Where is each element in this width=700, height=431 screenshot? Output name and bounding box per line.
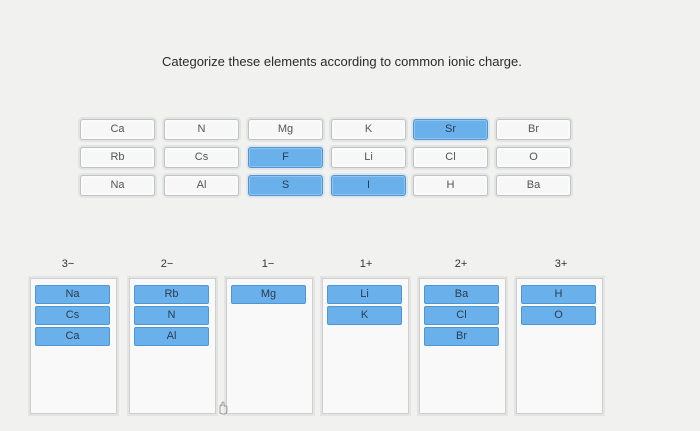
category-label-5: 3+ bbox=[554, 258, 568, 270]
element-tile-cl[interactable]: Cl bbox=[413, 147, 488, 168]
placed-element-br[interactable]: Br bbox=[424, 327, 499, 346]
placed-element-k[interactable]: K bbox=[327, 306, 402, 325]
placed-element-h[interactable]: H bbox=[521, 285, 596, 304]
placed-element-al[interactable]: Al bbox=[134, 327, 209, 346]
placed-element-mg[interactable]: Mg bbox=[231, 285, 306, 304]
element-tile-f[interactable]: F bbox=[248, 147, 323, 168]
element-tile-rb[interactable]: Rb bbox=[80, 147, 155, 168]
element-tile-sr[interactable]: Sr bbox=[413, 119, 488, 140]
placed-element-n[interactable]: N bbox=[134, 306, 209, 325]
category-label-0: 3− bbox=[61, 258, 75, 270]
element-tile-cs[interactable]: Cs bbox=[164, 147, 239, 168]
element-tile-li[interactable]: Li bbox=[331, 147, 406, 168]
element-tile-al[interactable]: Al bbox=[164, 175, 239, 196]
element-tile-br[interactable]: Br bbox=[496, 119, 571, 140]
element-tile-na[interactable]: Na bbox=[80, 175, 155, 196]
element-tile-s[interactable]: S bbox=[248, 175, 323, 196]
element-tile-ca[interactable]: Ca bbox=[80, 119, 155, 140]
element-tile-n[interactable]: N bbox=[164, 119, 239, 140]
placed-element-ba[interactable]: Ba bbox=[424, 285, 499, 304]
category-label-1: 2− bbox=[160, 258, 174, 270]
element-tile-k[interactable]: K bbox=[331, 119, 406, 140]
category-label-3: 1+ bbox=[359, 258, 373, 270]
placed-element-rb[interactable]: Rb bbox=[134, 285, 209, 304]
element-tile-mg[interactable]: Mg bbox=[248, 119, 323, 140]
placed-element-ca[interactable]: Ca bbox=[35, 327, 110, 346]
placed-element-o[interactable]: O bbox=[521, 306, 596, 325]
placed-element-na[interactable]: Na bbox=[35, 285, 110, 304]
element-tile-ba[interactable]: Ba bbox=[496, 175, 571, 196]
element-tile-o[interactable]: O bbox=[496, 147, 571, 168]
placed-element-cl[interactable]: Cl bbox=[424, 306, 499, 325]
element-tile-i[interactable]: I bbox=[331, 175, 406, 196]
category-label-2: 1− bbox=[261, 258, 275, 270]
question-prompt: Categorize these elements according to c… bbox=[162, 54, 522, 69]
hand-cursor-icon bbox=[219, 401, 228, 415]
placed-element-cs[interactable]: Cs bbox=[35, 306, 110, 325]
category-label-4: 2+ bbox=[454, 258, 468, 270]
element-tile-h[interactable]: H bbox=[413, 175, 488, 196]
drop-zone-2[interactable]: Mg bbox=[226, 278, 313, 414]
placed-element-li[interactable]: Li bbox=[327, 285, 402, 304]
